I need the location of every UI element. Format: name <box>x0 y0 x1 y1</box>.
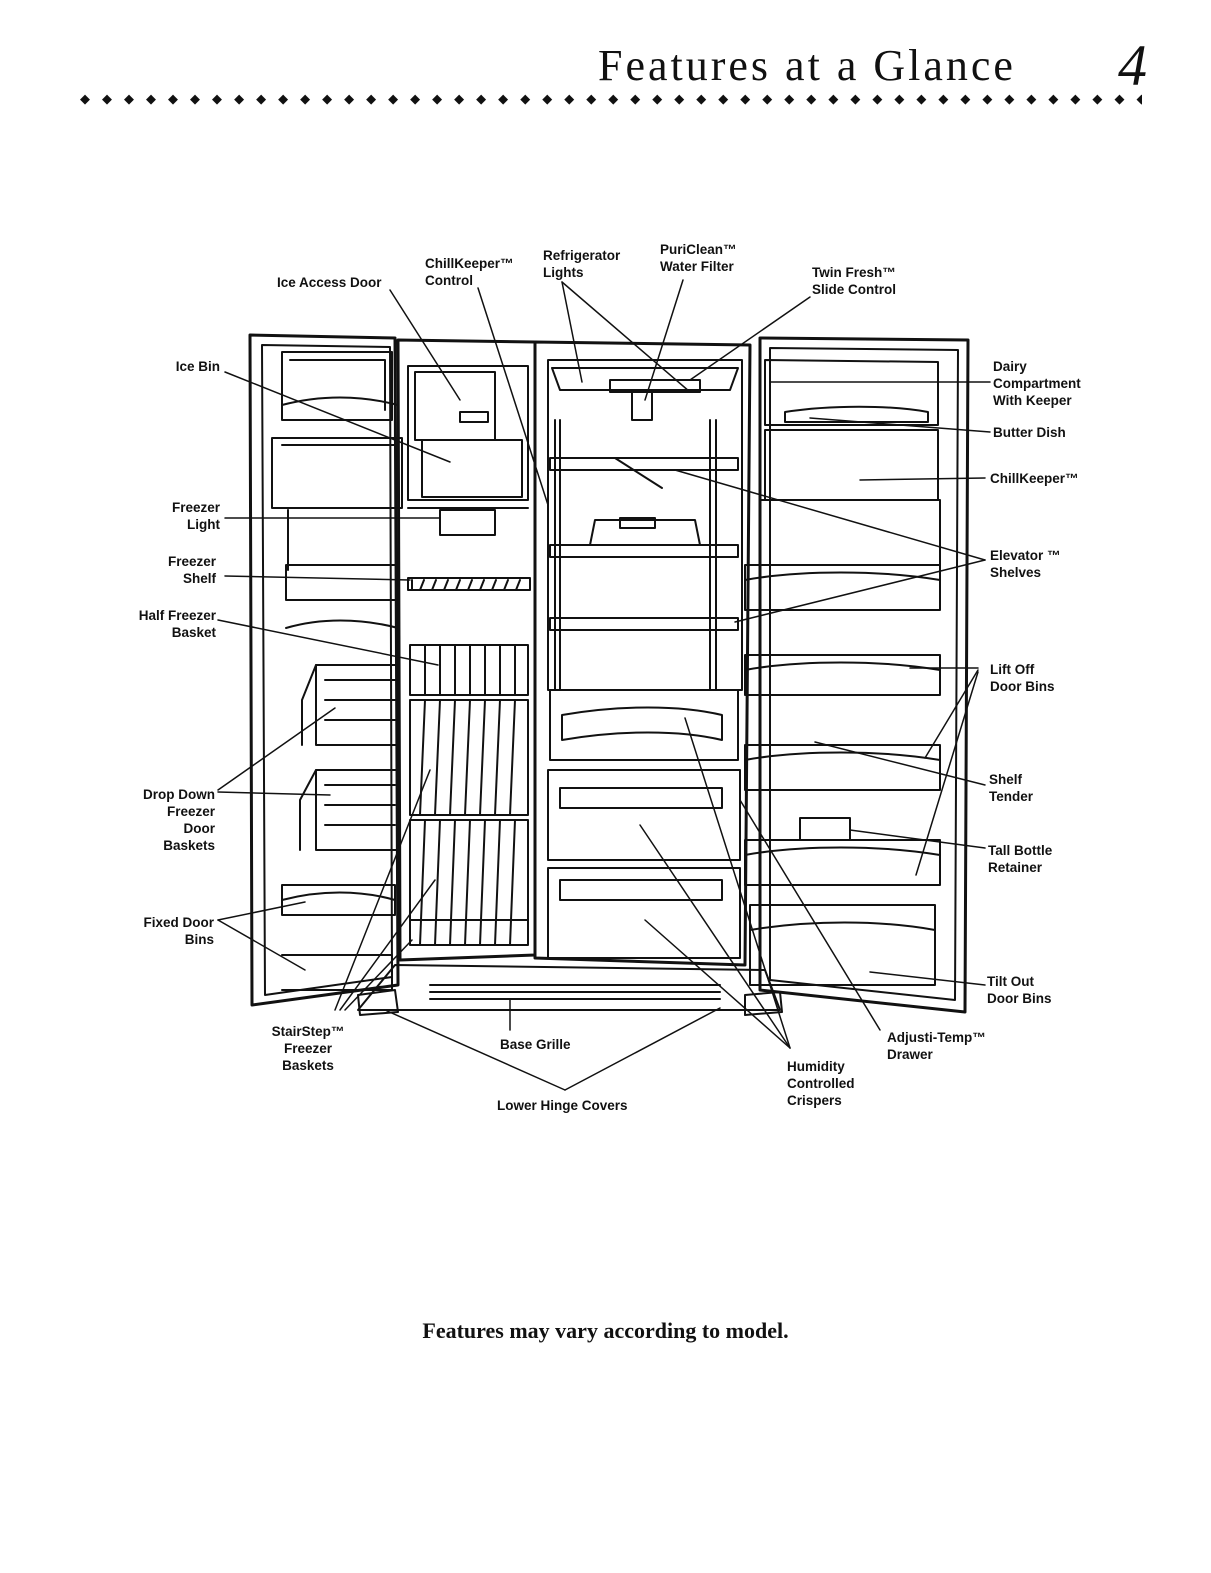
label-humidity-controlled-crispers: Humidity Controlled Crispers <box>787 1059 855 1108</box>
freezer-door <box>248 333 403 1007</box>
page-number: 4 <box>1118 33 1147 98</box>
label-fixed-door-bins: Fixed Door Bins <box>143 915 214 947</box>
label-puriclean-water-filter: PuriClean™ Water Filter <box>660 242 737 274</box>
label-stairstep-freezer-baskets: StairStep™ Freezer Baskets <box>271 1024 345 1073</box>
label-chillkeeper-control: ChillKeeper™ Control <box>425 256 514 288</box>
base-grille-area <box>357 964 783 1016</box>
label-dairy-compartment-with-keeper: Dairy Compartment With Keeper <box>993 359 1081 408</box>
label-half-freezer-basket: Half Freezer Basket <box>138 608 216 640</box>
label-butter-dish: Butter Dish <box>993 425 1066 440</box>
leader-lines <box>217 279 991 1091</box>
label-twin-fresh-slide-control: Twin Fresh™ Slide Control <box>812 265 896 297</box>
label-lift-off-door-bins: Lift Off Door Bins <box>990 662 1055 694</box>
label-freezer-light: Freezer Light <box>171 500 220 532</box>
label-tall-bottle-retainer: Tall Bottle Retainer <box>988 843 1053 875</box>
label-shelf-tender: Shelf Tender <box>989 772 1034 804</box>
label-freezer-shelf: Freezer Shelf <box>167 554 216 586</box>
footer-note: Features may vary according to model. <box>422 1318 789 1343</box>
label-chillkeeper: ChillKeeper™ <box>990 471 1079 486</box>
label-ice-access-door: Ice Access Door <box>277 275 382 290</box>
label-base-grille: Base Grille <box>500 1037 571 1052</box>
fresh-food-compartment <box>533 340 752 967</box>
label-ice-bin: Ice Bin <box>175 359 220 374</box>
dotted-rule: ◆ ◆ ◆ ◆ ◆ ◆ ◆ ◆ ◆ ◆ ◆ ◆ ◆ ◆ ◆ ◆ ◆ ◆ ◆ ◆ … <box>80 92 1142 106</box>
label-elevator-shelves: Elevator ™ Shelves <box>990 548 1061 580</box>
label-drop-down-freezer-door-baskets: Drop Down Freezer Door Baskets <box>143 787 215 853</box>
page-title: Features at a Glance <box>598 41 1016 90</box>
refrigerator-door <box>744 336 970 1014</box>
label-adjusti-temp-drawer: Adjusti-Temp™ Drawer <box>887 1030 986 1062</box>
freezer-compartment <box>396 338 537 962</box>
label-lower-hinge-covers: Lower Hinge Covers <box>497 1098 628 1113</box>
label-tilt-out-door-bins: Tilt Out Door Bins <box>987 974 1052 1006</box>
label-refrigerator-lights: Refrigerator Lights <box>543 248 621 280</box>
